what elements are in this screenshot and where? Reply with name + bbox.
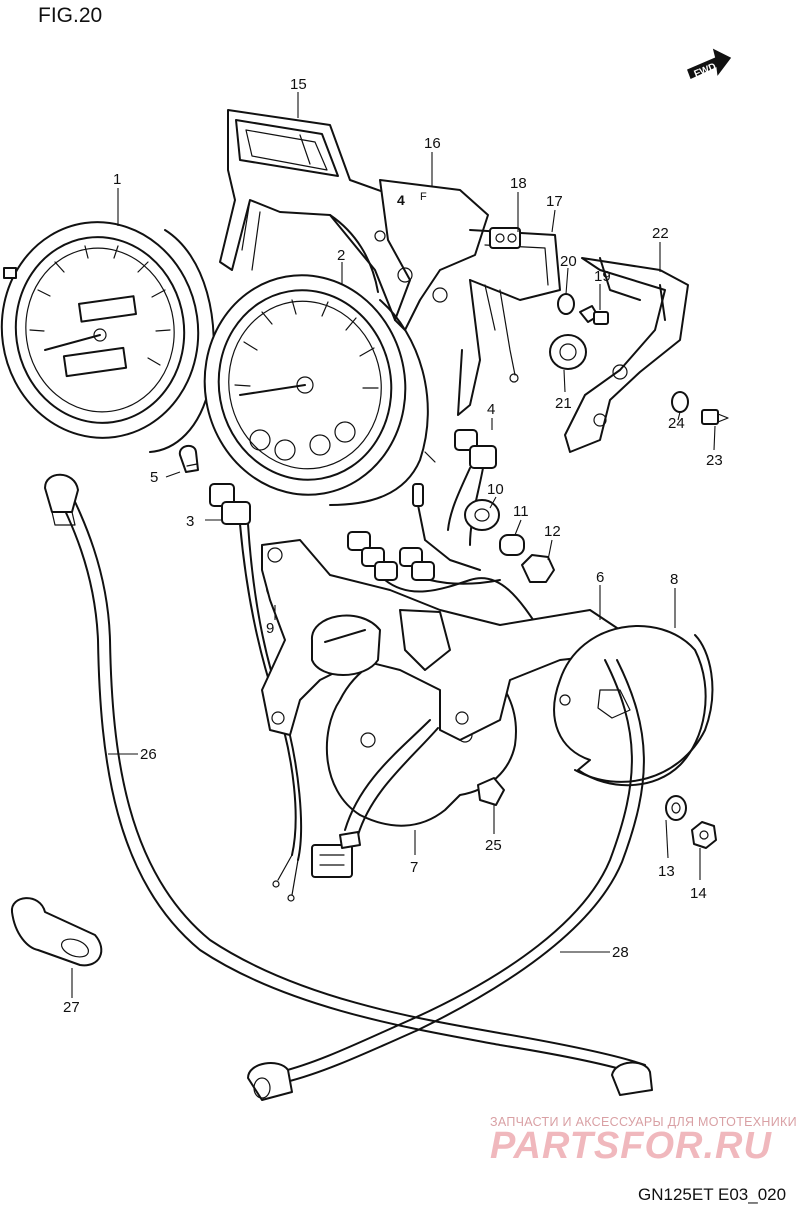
callout-1: 1 [113, 171, 121, 188]
part-6-meter-bracket [261, 539, 621, 741]
part-26-speedometer-cable [44, 473, 653, 1096]
part-22-bracket-cover [564, 257, 689, 453]
callout-7: 7 [410, 859, 418, 876]
callout-17: 17 [546, 193, 563, 210]
callout-14: 14 [690, 885, 707, 902]
part-5-bulb [178, 444, 199, 473]
part-15-meter-cover [219, 109, 441, 321]
part-10-grommet [464, 499, 500, 531]
callout-8: 8 [670, 571, 678, 588]
svg-text:4: 4 [397, 192, 405, 208]
part-23-bolt [701, 409, 729, 425]
part-27-cable-guide [10, 897, 103, 967]
callout-23: 23 [706, 452, 723, 469]
callout-labels: 1 2 3 4 5 6 7 8 9 10 11 12 13 14 15 16 1… [63, 76, 723, 1016]
watermark-tagline: ЗАПЧАСТИ И АКСЕССУАРЫ ДЛЯ МОТОТЕХНИКИ [490, 1115, 797, 1129]
callout-9: 9 [266, 620, 274, 637]
part-4-bulb-socket [447, 429, 497, 546]
part-1-speedometer [0, 221, 215, 453]
watermark: ЗАПЧАСТИ И АКСЕССУАРЫ ДЛЯ МОТОТЕХНИКИ PA… [490, 1115, 797, 1167]
forward-arrow-icon: FWD [687, 48, 732, 80]
part-19-bolt [579, 305, 609, 325]
watermark-brand: PARTSFOR.RU [490, 1125, 772, 1167]
indicator-sockets [347, 483, 541, 631]
callout-18: 18 [510, 175, 527, 192]
callout-6: 6 [596, 569, 604, 586]
figure-label: FIG.20 [38, 4, 102, 27]
callout-20: 20 [560, 253, 577, 270]
callout-21: 21 [555, 395, 572, 412]
part-11-grommet [499, 534, 525, 556]
callout-28: 28 [612, 944, 629, 961]
callout-26: 26 [140, 746, 157, 763]
part-28-tachometer-cable [247, 659, 645, 1101]
part-13-washer [665, 795, 687, 821]
callout-25: 25 [485, 837, 502, 854]
part-24-washer [671, 391, 689, 413]
callout-5: 5 [150, 469, 158, 486]
fwd-label: FWD [693, 61, 718, 80]
callout-16: 16 [424, 135, 441, 152]
part-12-nut [521, 554, 555, 583]
callout-19: 19 [594, 268, 611, 285]
svg-text:F: F [420, 191, 427, 203]
callout-2: 2 [337, 247, 345, 264]
part-8-meter-rear-cover [553, 625, 714, 787]
callout-24: 24 [668, 415, 685, 432]
callout-22: 22 [652, 225, 669, 242]
part-14-nut [691, 821, 717, 849]
callout-13: 13 [658, 863, 675, 880]
part-16-meter-bracket: 4 F [374, 179, 561, 416]
diagram-code: GN125ET E03_020 [638, 1185, 786, 1204]
callout-15: 15 [290, 76, 307, 93]
callout-11: 11 [513, 503, 529, 520]
part-25-bolt [477, 777, 505, 806]
part-21-grommet [549, 334, 587, 370]
callout-3: 3 [186, 513, 194, 530]
leader-lines [71, 92, 716, 998]
callout-10: 10 [487, 481, 504, 498]
callout-27: 27 [63, 999, 80, 1016]
callout-12: 12 [544, 523, 561, 540]
part-20-washer [557, 293, 575, 315]
part-2-tachometer [203, 274, 436, 506]
callout-4: 4 [487, 401, 495, 418]
